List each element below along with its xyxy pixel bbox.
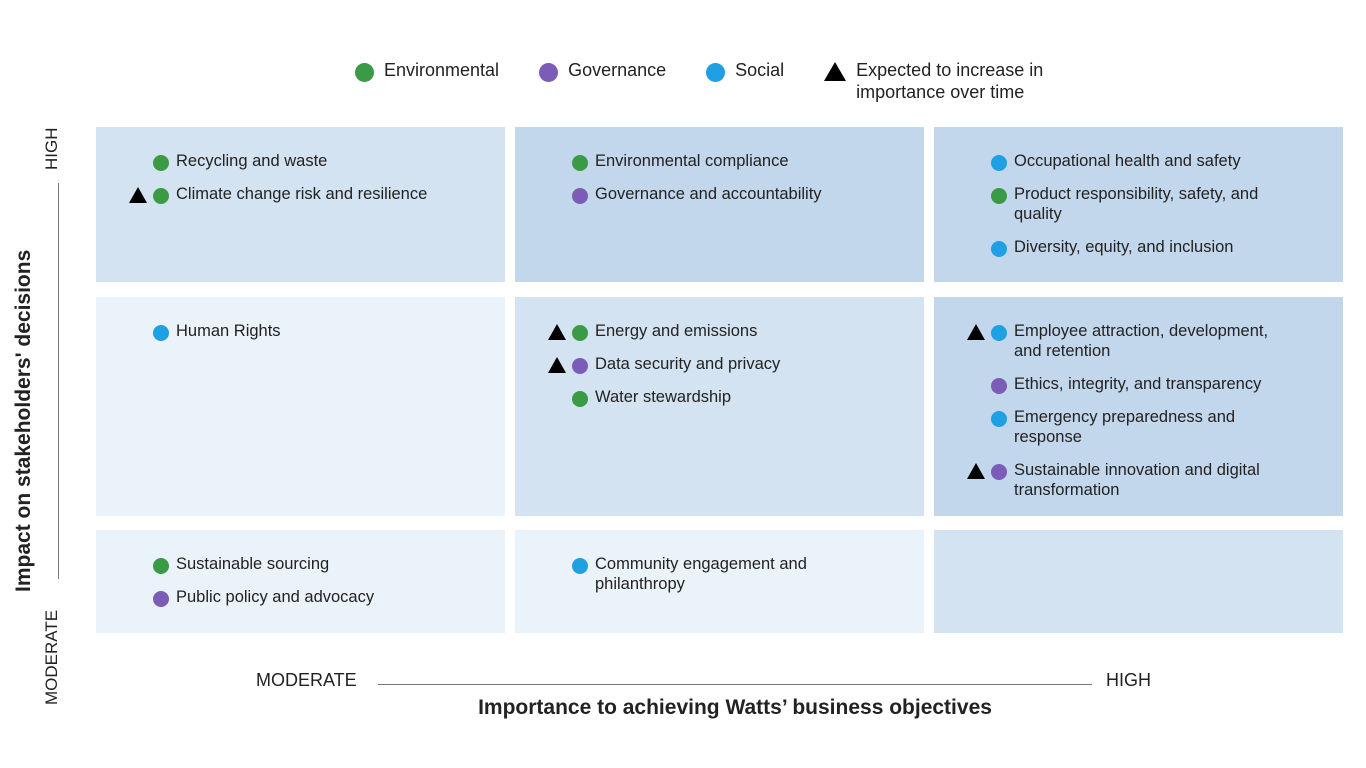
topic-item: Occupational health and safety [934,151,1284,171]
topic-item: Sustainable innovation and digital trans… [934,460,1284,500]
topic-item: Human Rights [96,321,446,341]
social-dot-icon [991,411,1007,427]
environmental-dot-icon [572,155,588,171]
social-dot-icon [991,325,1007,341]
topic-label: Data security and privacy [595,355,781,373]
topic-item: Emergency preparedness and response [934,407,1284,447]
x-high-label: HIGH [1106,670,1151,690]
environmental-dot-icon [153,188,169,204]
governance-dot-icon [572,358,588,374]
topic-item: Water stewardship [515,387,865,407]
topic-item: Product responsibility, safety, and qual… [934,184,1284,224]
x-low-label: MODERATE [256,670,357,690]
triangle-icon [967,324,985,340]
triangle-icon [824,62,847,81]
topic-label: Employee attraction, development, and re… [1014,322,1269,360]
topic-item: Public policy and advocacy [96,587,446,607]
topic-label: Sustainable innovation and digital trans… [1014,461,1260,499]
purple-dot-icon [539,63,559,82]
triangle-icon [967,463,985,479]
y-high-label: HIGH [42,127,61,171]
topic-label: Water stewardship [595,388,732,406]
legend-label: Social [735,60,785,80]
legend-environmental: Environmental [355,60,499,103]
x-axis-title: Importance to achieving Watts’ business … [478,696,992,719]
topic-label: Diversity, equity, and inclusion [1014,238,1234,256]
y-axis-title: Impact on stakeholders' decisions [12,249,35,592]
governance-dot-icon [153,591,169,607]
topic-label: Occupational health and safety [1014,152,1241,170]
legend-label: Expected to increase in importance over … [856,60,1044,102]
topic-label: Human Rights [176,322,281,340]
topic-label: Governance and accountability [595,185,822,203]
social-dot-icon [991,155,1007,171]
governance-dot-icon [991,464,1007,480]
topic-label: Climate change risk and resilience [176,185,428,203]
x-axis-line [378,684,1092,685]
blue-dot-icon [706,63,726,82]
topic-label: Community engagement and philanthropy [595,555,807,593]
topic-item: Employee attraction, development, and re… [934,321,1284,361]
environmental-dot-icon [572,325,588,341]
y-axis-line [58,183,59,579]
topic-label: Recycling and waste [176,152,328,170]
topic-item: Climate change risk and resilience [96,184,446,204]
topic-item: Sustainable sourcing [96,554,446,574]
legend-governance: Governance [539,60,666,103]
topic-item: Energy and emissions [515,321,865,341]
social-dot-icon [572,558,588,574]
governance-dot-icon [991,378,1007,394]
topic-item: Ethics, integrity, and transparency [934,374,1284,394]
triangle-icon [129,187,147,203]
matrix-cell-moderate-medium: Community engagement and philanthropy [515,530,924,633]
topic-label: Emergency preparedness and response [1014,408,1236,446]
legend-trend: Expected to increase in importance over … [824,60,1071,103]
environmental-dot-icon [153,155,169,171]
environmental-dot-icon [153,558,169,574]
topic-item: Environmental compliance [515,151,865,171]
legend-social: Social [706,60,784,103]
topic-item: Community engagement and philanthropy [515,554,865,594]
matrix-cell-moderate-high [934,530,1343,633]
topic-label: Product responsibility, safety, and qual… [1014,185,1259,223]
matrix-cell-medium-moderate: Human Rights [96,297,505,516]
legend-label: Environmental [384,60,500,80]
topic-item: Governance and accountability [515,184,865,204]
environmental-dot-icon [572,391,588,407]
social-dot-icon [153,325,169,341]
social-dot-icon [991,241,1007,257]
topic-item: Diversity, equity, and inclusion [934,237,1284,257]
topic-label: Sustainable sourcing [176,555,330,573]
topic-item: Data security and privacy [515,354,865,374]
green-dot-icon [355,63,374,82]
topic-item: Recycling and waste [96,151,446,171]
legend: Environmental Governance Social Expected… [355,60,1111,103]
topic-label: Energy and emissions [595,322,758,340]
topic-label: Ethics, integrity, and transparency [1014,375,1262,393]
y-low-label: MODERATE [42,609,61,705]
governance-dot-icon [572,188,588,204]
topic-label: Environmental compliance [595,152,789,170]
triangle-icon [548,357,566,373]
topic-label: Public policy and advocacy [176,588,375,606]
matrix-cell-medium-high: Employee attraction, development, and re… [934,297,1343,516]
environmental-dot-icon [991,188,1007,204]
legend-label: Governance [568,60,667,80]
triangle-icon [548,324,566,340]
